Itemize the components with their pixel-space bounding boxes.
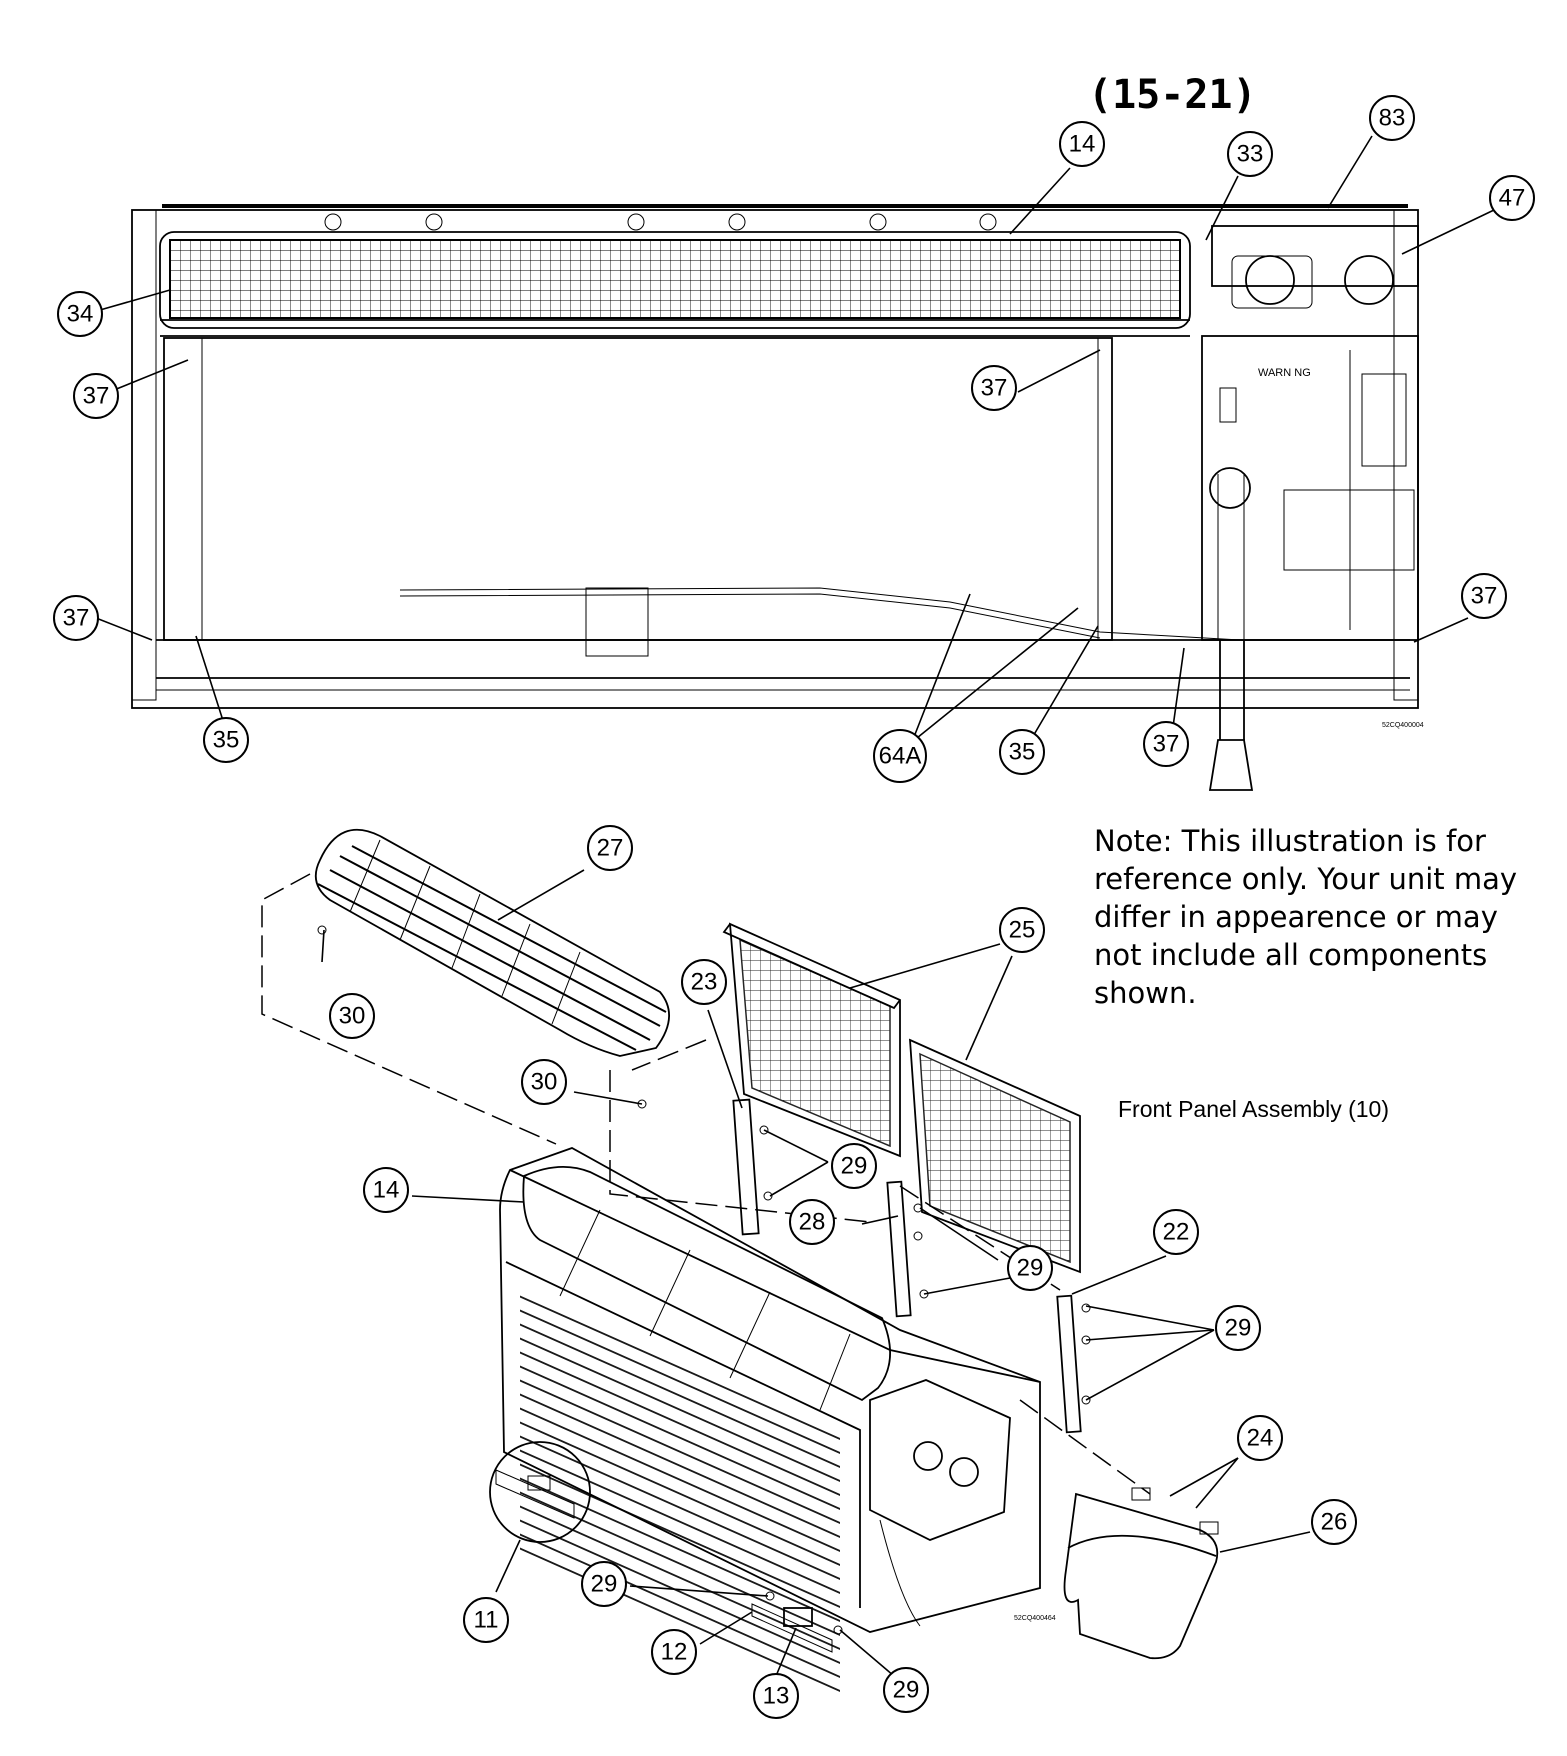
latch-detail: [489, 1441, 591, 1543]
callout-34: 34: [57, 291, 103, 337]
callout-29: 29: [1007, 1245, 1053, 1291]
callout-label: 83: [1379, 105, 1406, 132]
callout-label: 28: [799, 1209, 826, 1236]
callout-33: 33: [1227, 131, 1273, 177]
reference-note: Note: This illustration is for reference…: [1094, 824, 1518, 1010]
front-panel-body: [499, 1147, 1041, 1694]
callout-label: 29: [1017, 1255, 1044, 1282]
callout-label: 26: [1321, 1509, 1348, 1536]
callout-30: 30: [521, 1059, 567, 1105]
callout-12: 12: [651, 1629, 697, 1675]
callout-label: 11: [474, 1607, 499, 1634]
callout-label: 30: [531, 1069, 558, 1096]
callout-83: 83: [1369, 95, 1415, 141]
heater-rod: [399, 587, 1241, 657]
callout-11: 11: [463, 1597, 509, 1643]
control-panel: WARN NG: [1201, 225, 1419, 791]
callout-37: 37: [1461, 573, 1507, 619]
callout-24: 24: [1237, 1415, 1283, 1461]
callout-label: 47: [1499, 185, 1526, 212]
air-filter-left: [722, 922, 901, 1158]
callout-label: 29: [1225, 1315, 1252, 1342]
callout-22: 22: [1153, 1209, 1199, 1255]
callout-label: 37: [63, 605, 90, 632]
callout-13: 13: [753, 1673, 799, 1719]
callout-14: 14: [1059, 121, 1105, 167]
callout-23: 23: [681, 959, 727, 1005]
callout-35: 35: [999, 729, 1045, 775]
callout-37: 37: [1143, 721, 1189, 767]
callout-64A: 64A: [873, 729, 927, 783]
callout-label: 30: [339, 1003, 366, 1030]
callout-bubbles: 83 14 33 47 34 37 37 37 37 35 64A 35 37 27 25 23 30 30 29 1…: [53, 95, 1535, 1719]
handwritten-page-range: (15-21): [1088, 72, 1257, 118]
callout-26: 26: [1311, 1499, 1357, 1545]
callout-25: 25: [999, 907, 1045, 953]
callout-label: 37: [83, 383, 110, 410]
callout-label: 27: [597, 835, 624, 862]
callout-label: 35: [1009, 739, 1036, 766]
callout-47: 47: [1489, 175, 1535, 221]
callout-28: 28: [789, 1199, 835, 1245]
callout-label: 29: [893, 1677, 920, 1704]
callout-label: 25: [1009, 917, 1036, 944]
callout-label: 33: [1237, 141, 1264, 168]
discharge-grille: [314, 828, 670, 1057]
callout-29: 29: [883, 1667, 929, 1713]
callout-label: 14: [1069, 131, 1096, 158]
callout-37: 37: [73, 373, 119, 419]
callout-29: 29: [831, 1143, 877, 1189]
blower-wheel: [159, 231, 1191, 337]
screws: [317, 925, 1091, 1635]
callout-label: 35: [213, 727, 240, 754]
front-panel-exploded-view: 52CQ400464: [261, 828, 1219, 1694]
chassis-front-view: WARN NG 52CQ400004: [131, 204, 1424, 791]
callout-label: 24: [1247, 1425, 1274, 1452]
callout-label: 14: [373, 1177, 400, 1204]
control-access-door: [1063, 1487, 1219, 1660]
callout-label: 29: [591, 1571, 618, 1598]
drawing-code-bottom: 52CQ400464: [1014, 1615, 1056, 1622]
callout-35: 35: [203, 717, 249, 763]
filter-bracket-22: [1056, 1294, 1082, 1434]
callout-27: 27: [587, 825, 633, 871]
callout-29: 29: [581, 1561, 627, 1607]
filter-bracket-23: [732, 1098, 760, 1236]
callout-37: 37: [53, 595, 99, 641]
air-filter-right: [908, 1038, 1081, 1274]
callout-label: 37: [1153, 731, 1180, 758]
callout-label: 34: [67, 301, 94, 328]
callout-label: 22: [1163, 1219, 1190, 1246]
callout-30: 30: [329, 993, 375, 1039]
callout-label: 37: [981, 375, 1008, 402]
callout-label: 13: [763, 1683, 790, 1710]
callout-label: 12: [661, 1639, 688, 1666]
callout-label: 64A: [879, 743, 922, 770]
callout-label: 23: [691, 969, 718, 996]
callout-label: 29: [841, 1153, 868, 1180]
warning-label: WARN NG: [1258, 367, 1311, 379]
callout-29: 29: [1215, 1305, 1261, 1351]
front-panel-assembly-label: Front Panel Assembly (10): [1118, 1096, 1390, 1122]
top-screws: [324, 213, 997, 231]
callout-label: 37: [1471, 583, 1498, 610]
filter-bracket-28: [886, 1180, 912, 1318]
drawing-code-top: 52CQ400004: [1382, 722, 1424, 729]
leader-lines: [95, 135, 1495, 1677]
callout-37: 37: [971, 365, 1017, 411]
callout-14: 14: [363, 1167, 409, 1213]
